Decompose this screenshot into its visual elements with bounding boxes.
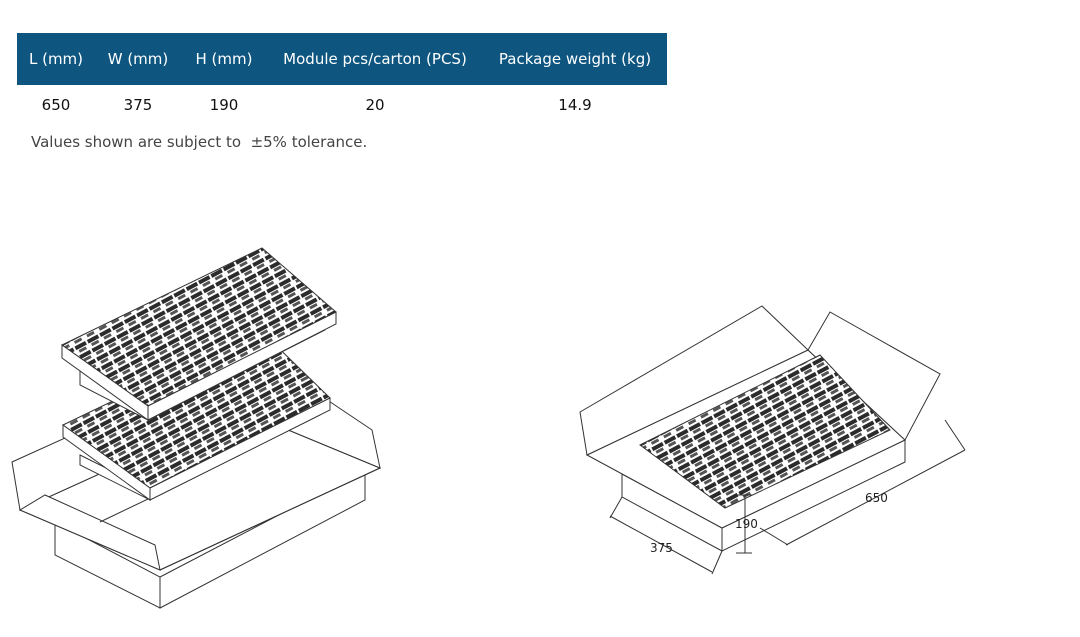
table-row: 650 375 190 20 14.9 bbox=[17, 85, 667, 125]
cell-width: 375 bbox=[123, 96, 153, 114]
table-header: L (mm) W (mm) H (mm) Module pcs/carton (… bbox=[17, 33, 667, 85]
cell-length: 650 bbox=[41, 96, 71, 114]
cell-pcs-per-carton: 20 bbox=[365, 96, 385, 114]
packed-tray bbox=[639, 354, 891, 509]
carton-flap-right bbox=[807, 311, 941, 441]
height-dimension-label: 190 bbox=[735, 517, 758, 531]
width-dimension-line bbox=[609, 515, 713, 573]
header-width: W (mm) bbox=[95, 33, 181, 85]
header-length: L (mm) bbox=[17, 33, 95, 85]
exploded-carton-drawing bbox=[11, 247, 382, 609]
cell-package-weight: 14.9 bbox=[558, 96, 592, 114]
package-spec-table: L (mm) W (mm) H (mm) Module pcs/carton (… bbox=[17, 33, 667, 125]
header-package-weight: Package weight (kg) bbox=[483, 33, 667, 85]
length-dimension-label: 650 bbox=[865, 491, 888, 505]
width-dimension-label: 375 bbox=[650, 541, 673, 555]
packed-carton-drawing: 375 190 650 bbox=[579, 305, 966, 575]
carton-flap-front bbox=[18, 494, 161, 571]
header-pcs-per-carton: Module pcs/carton (PCS) bbox=[267, 33, 483, 85]
header-height: H (mm) bbox=[181, 33, 267, 85]
cell-height: 190 bbox=[209, 96, 239, 114]
table-header-row: L (mm) W (mm) H (mm) Module pcs/carton (… bbox=[17, 33, 667, 85]
tolerance-note: Values shown are subject to ±5% toleranc… bbox=[31, 133, 368, 151]
length-dimension-line bbox=[785, 449, 966, 546]
